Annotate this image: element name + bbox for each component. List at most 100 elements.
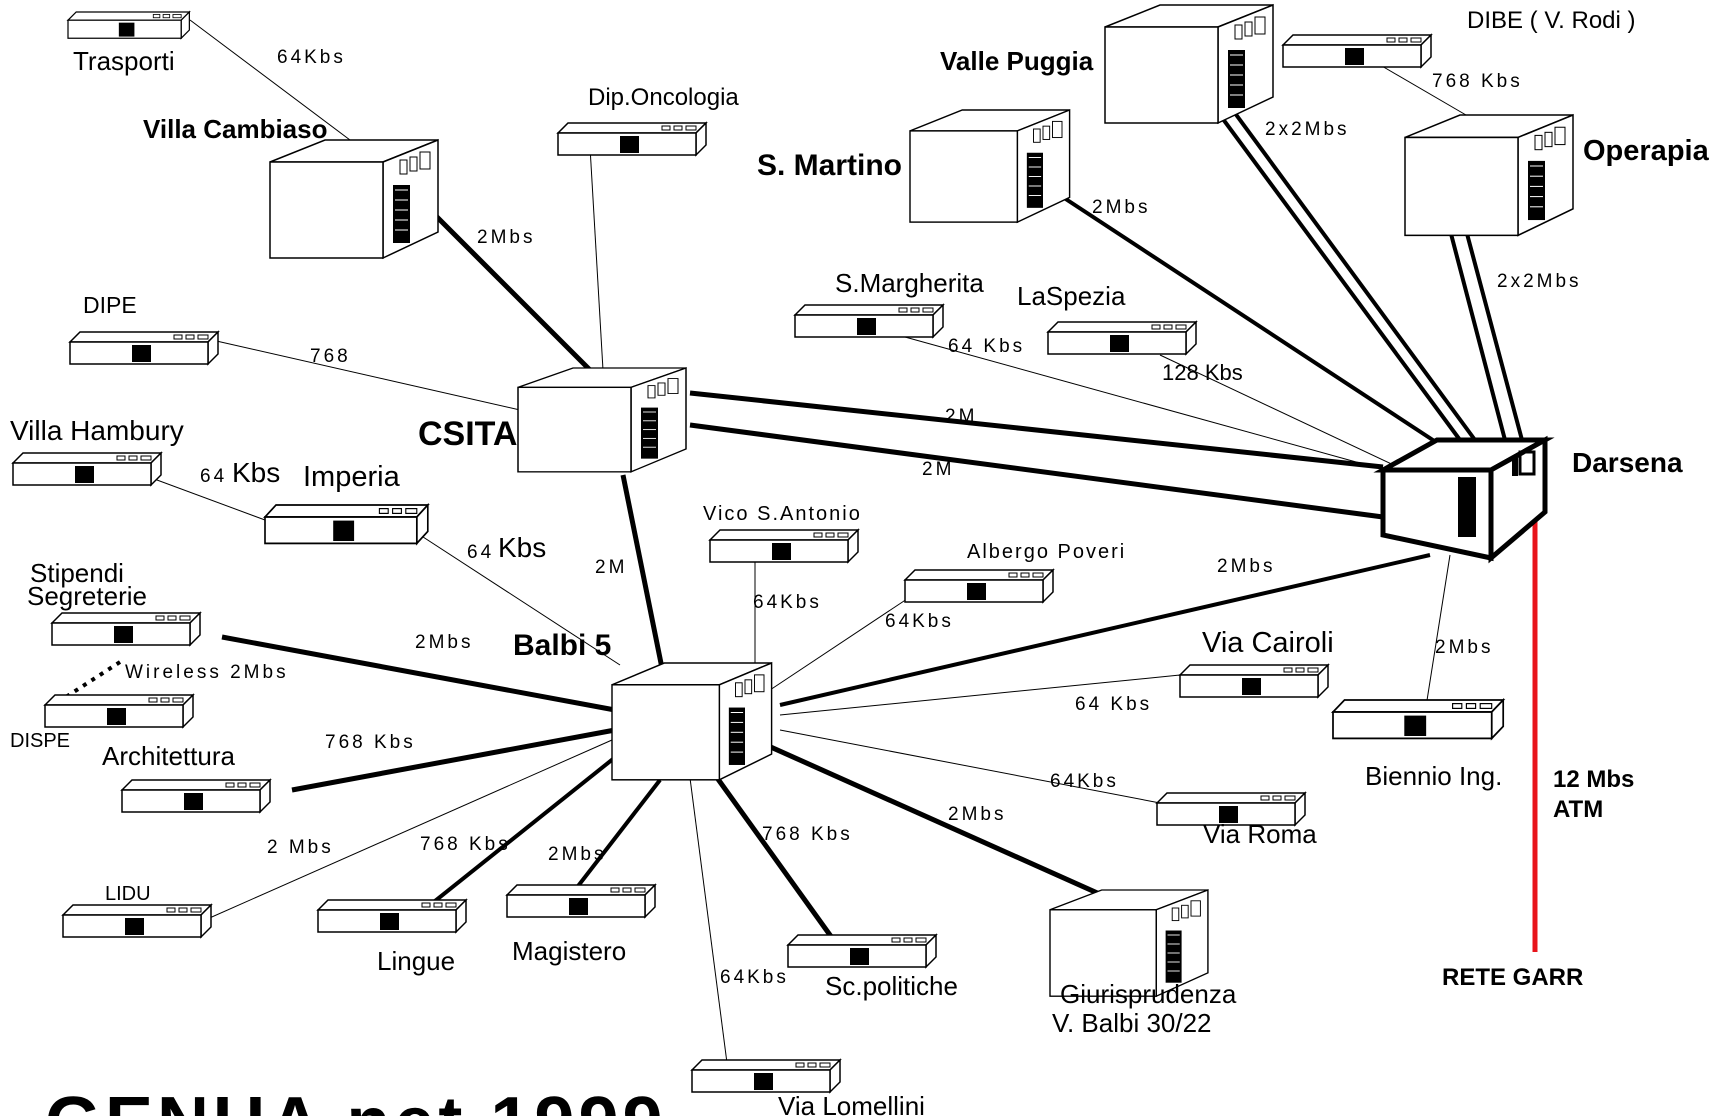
node-labels: Trasporti Villa Cambiaso Dip.Oncologia V… [10,7,1710,1116]
link-csita-balbi [620,474,668,684]
speed-vico: 64Kbs [753,592,822,613]
label-valle-puggia: Valle Puggia [940,46,1094,76]
label-dibe: DIBE ( V. Rodi ) [1467,7,1636,34]
speed-operapia: 2x2Mbs [1497,271,1582,292]
router-dip-oncologia [557,122,707,156]
label-rete-garr: RETE GARR [1442,964,1583,991]
router-vico-santonio [709,529,859,563]
label-s-margherita: S.Margherita [835,268,984,298]
router-dispe [44,694,194,728]
speed-via-cairoli: 64 Kbs [1075,694,1152,715]
label-darsena: Darsena [1572,447,1683,478]
link-laspezia [1159,354,1401,469]
router-imperia [264,504,429,545]
label-dip-oncologia: Dip.Oncologia [588,84,739,111]
router-s-margherita [794,304,944,338]
server-valle-puggia [1104,4,1274,124]
speed-dibe: 768 Kbs [1432,71,1523,92]
server-s-martino [909,109,1071,223]
link-csita-darsena-a [689,390,1384,470]
label-garr-tech: ATM [1553,796,1603,823]
router-laspezia [1047,321,1197,355]
diagram-title: GENUA net 1999 [45,1083,667,1116]
label-csita: CSITA [418,415,517,453]
label-villa-cambiaso: Villa Cambiaso [143,114,328,144]
label-via-roma: Via Roma [1203,819,1317,849]
label-dipe: DIPE [83,292,137,318]
router-biennio-ing [1332,699,1505,740]
link-sc-politiche [707,766,838,944]
label-s-martino: S. Martino [757,149,902,182]
label-architettura: Architettura [102,741,235,771]
label-sc-politiche: Sc.politiche [825,971,958,1001]
link-wireless [50,660,122,708]
label-villa-hambury: Villa Hambury [10,415,184,446]
link-operapia-a [1448,229,1507,441]
label-via-cairoli: Via Cairoli [1202,627,1334,659]
router-lidu [62,904,212,938]
speed-valle-puggia: 2x2Mbs [1265,119,1350,140]
label-giurisprudenza: Giurisprudenza [1060,979,1237,1009]
label-lingue: Lingue [377,946,455,976]
label-dispe: DISPE [10,730,70,752]
router-via-lomellini [691,1059,841,1093]
speed-csita-darsena-a: 2M [945,406,977,427]
router-magistero [506,884,656,918]
link-s-margherita [904,336,1386,471]
link-magistero [573,778,662,892]
router-dipe [69,331,219,365]
speed-lingue: 768 Kbs [420,834,511,855]
speed-via-lomellini: 64Kbs [720,967,789,988]
router-albergo-poveri [904,569,1054,603]
router-villa-hambury [12,452,162,486]
speed-via-roma: 64Kbs [1050,771,1119,792]
speed-s-margherita: 64 Kbs [948,336,1025,357]
speed-wireless: Wireless 2Mbs [125,662,289,683]
server-csita [517,367,687,473]
label-laspezia: LaSpezia [1017,281,1126,311]
links [50,19,1538,1064]
link-via-lomellini [689,777,728,1064]
speed-albergo: 64Kbs [885,611,954,632]
label-vico-santonio: Vico S.Antonio [703,503,862,525]
link-labels: 64Kbs 2Mbs 2x2Mbs 768 Kbs 2Mbs 2x2Mbs 76… [125,47,1582,988]
router-architettura [121,779,271,813]
link-via-roma [779,729,1161,804]
speed-laspezia: 128 Kbs [1162,360,1243,385]
label-trasporti: Trasporti [73,46,175,76]
speed-stipendi: 2Mbs [415,632,473,653]
speed-imperia-unit: Kbs [498,532,546,563]
link-dipe [211,339,521,411]
devices [12,4,1574,1093]
label-garr-speed: 12 Mbs [1553,766,1634,793]
server-darsena [1373,435,1555,564]
speed-csita-balbi: 2M [595,557,627,578]
link-valle-puggia-b [1216,88,1477,442]
link-stipendi [221,634,616,713]
link-trasporti [189,19,351,141]
link-lidu [204,739,613,921]
speed-magistero: 2Mbs [548,844,606,865]
server-balbi-5 [611,662,773,781]
router-via-cairoli [1179,664,1329,698]
speed-villa-cambiaso: 2Mbs [477,227,535,248]
link-imperia [419,534,621,666]
link-lingue [428,753,620,907]
speed-villa-hambury-unit: Kbs [232,457,280,488]
speed-s-martino: 2Mbs [1092,197,1150,218]
label-balbi-5: Balbi 5 [513,629,611,662]
label-operapia: Operapia [1583,135,1710,167]
speed-giurisprudenza: 2Mbs [948,804,1006,825]
link-csita-darsena-b [689,422,1384,520]
link-architettura [291,727,616,793]
router-sc-politiche [787,934,937,968]
router-dibe [1282,34,1432,68]
link-s-martino [1050,188,1447,450]
link-operapia-b [1464,229,1524,441]
speed-trasporti: 64Kbs [277,47,346,68]
server-operapia [1404,114,1574,237]
label-via-lomellini: Via Lomellini [778,1091,925,1116]
speed-sc-politiche: 768 Kbs [762,824,853,845]
router-stipendi [51,612,201,646]
